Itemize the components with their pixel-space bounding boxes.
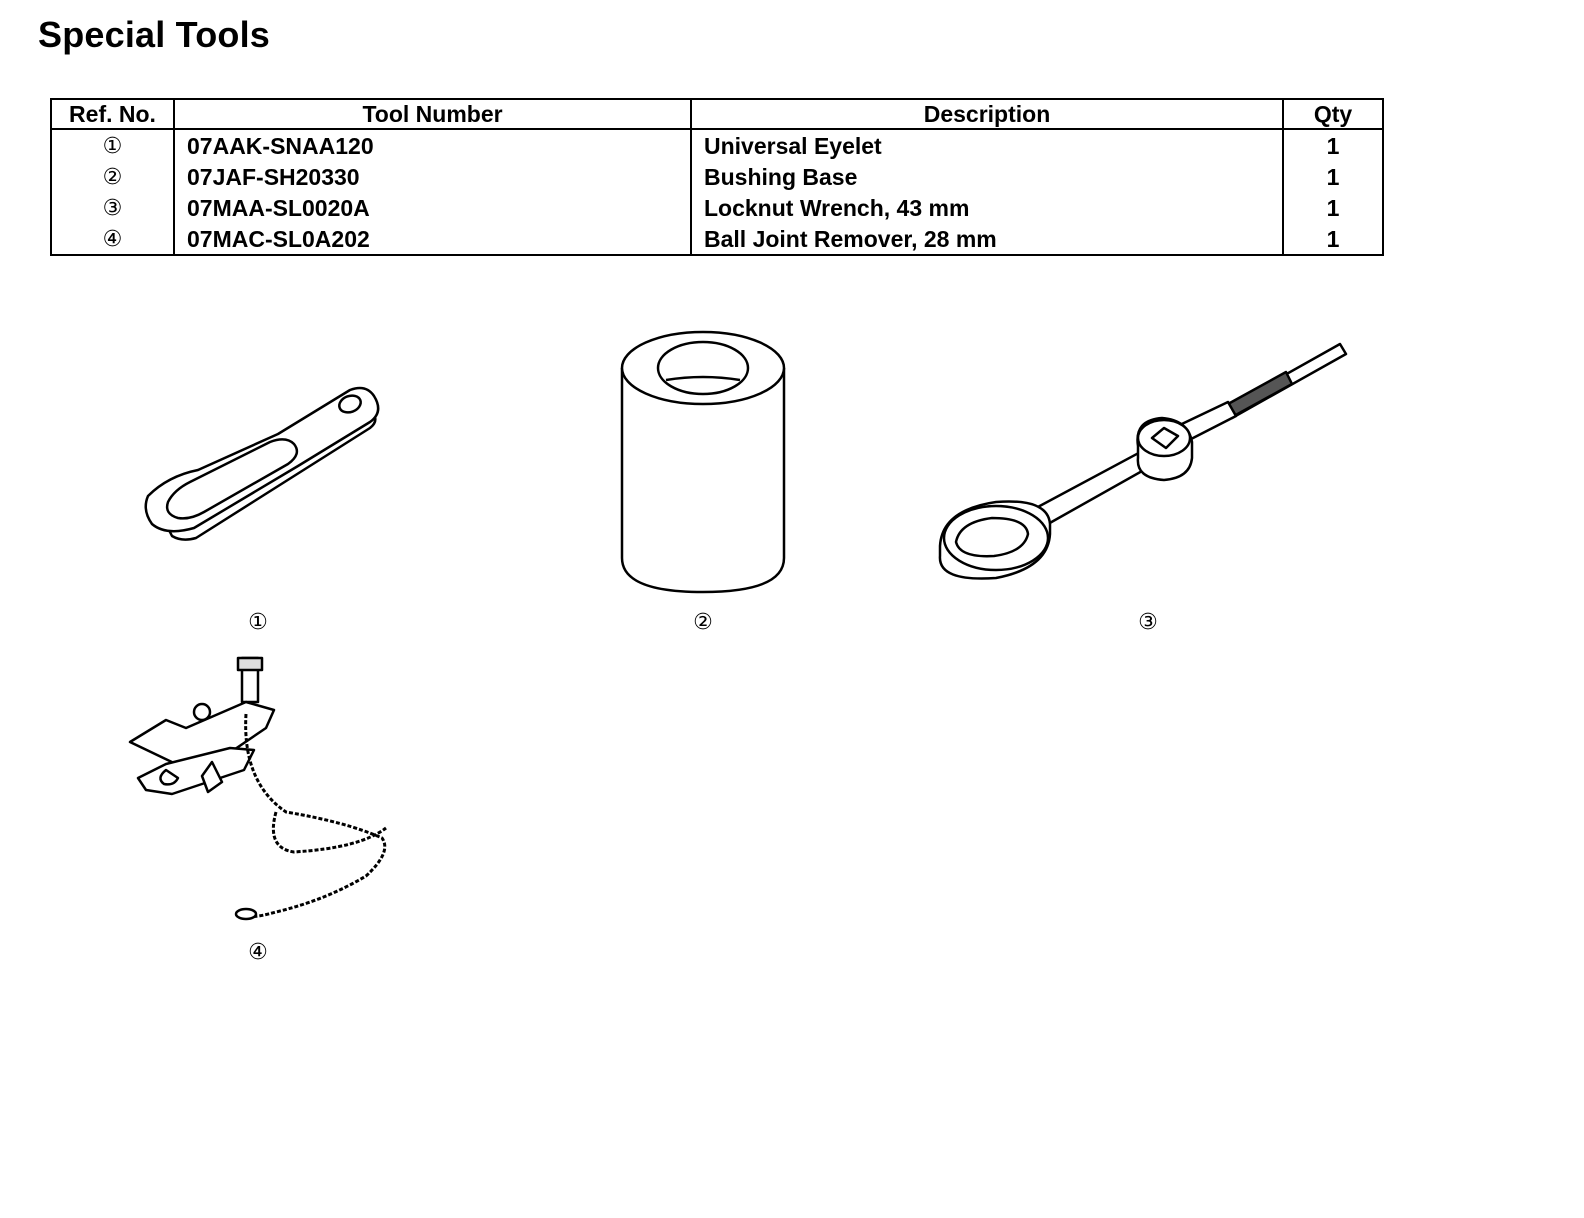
table-row: ① 07AAK-SNAA120 Universal Eyelet 1 [50,129,1384,161]
ref-cell: ② [50,161,175,192]
header-tool-number: Tool Number [173,98,692,130]
locknut-wrench-icon [938,342,1348,580]
table-row: ③ 07MAA-SL0020A Locknut Wrench, 43 mm 1 [50,192,1384,223]
page-title: Special Tools [38,14,270,55]
special-tools-table: Ref. No. Tool Number Description Qty ① 0… [50,98,1384,256]
qty-cell: 1 [1282,192,1384,223]
description-cell: Locknut Wrench, 43 mm [690,192,1284,223]
header-ref-no: Ref. No. [50,98,175,130]
table-row: ④ 07MAC-SL0A202 Ball Joint Remover, 28 m… [50,223,1384,256]
description-cell: Ball Joint Remover, 28 mm [690,223,1284,256]
ref-cell: ③ [50,192,175,223]
ref-cell: ① [50,129,175,161]
callout-1: ① [248,610,268,635]
ref-cell: ④ [50,223,175,256]
header-qty: Qty [1282,98,1384,130]
description-cell: Bushing Base [690,161,1284,192]
tool-number-cell: 07MAA-SL0020A [173,192,692,223]
universal-eyelet-icon [144,386,380,541]
header-description: Description [690,98,1284,130]
table-header-row: Ref. No. Tool Number Description Qty [50,98,1384,130]
callout-3: ③ [1138,610,1158,635]
tool-number-cell: 07MAC-SL0A202 [173,223,692,256]
callout-4: ④ [248,940,268,965]
qty-cell: 1 [1282,223,1384,256]
qty-cell: 1 [1282,129,1384,161]
tool-number-cell: 07JAF-SH20330 [173,161,692,192]
table-row: ② 07JAF-SH20330 Bushing Base 1 [50,161,1384,192]
callout-2: ② [693,610,713,635]
tool-number-cell: 07AAK-SNAA120 [173,129,692,161]
ball-joint-remover-icon [128,656,387,921]
qty-cell: 1 [1282,161,1384,192]
description-cell: Universal Eyelet [690,129,1284,161]
bushing-base-icon [620,330,786,594]
